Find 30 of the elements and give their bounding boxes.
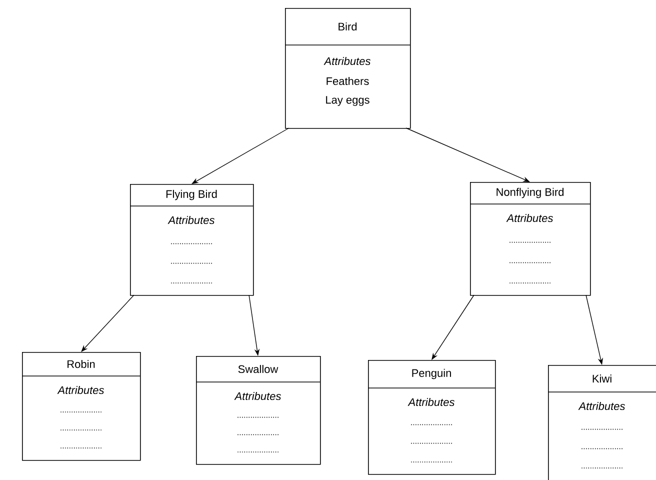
placeholder-line: ...................	[411, 442, 452, 444]
placeholder-line: ...................	[411, 424, 452, 426]
class-name: Robin	[68, 360, 95, 368]
placeholder-line: ...................	[171, 262, 212, 264]
arrow	[432, 294, 474, 360]
attributes-heading: Attributes	[234, 392, 281, 400]
arrow	[81, 294, 134, 352]
placeholder-line: ...................	[510, 262, 550, 264]
attribute-text: Feathers	[326, 76, 369, 86]
class-name: Flying Bird	[166, 190, 217, 200]
class-name: Penguin	[412, 368, 451, 380]
attributes-heading: Attributes	[168, 216, 214, 224]
placeholder-line: ...................	[510, 242, 550, 243]
class-name: Nonflying Bird	[496, 188, 564, 198]
class-name: Bird	[338, 22, 357, 31]
placeholder-line: ...................	[510, 282, 550, 284]
attributes-heading: Attributes	[506, 214, 553, 222]
placeholder-line: ...................	[171, 243, 212, 244]
attributes-heading: Attributes	[324, 56, 370, 66]
class-name: Kiwi	[592, 374, 612, 382]
attributes-heading: Attributes	[408, 398, 454, 406]
placeholder-line: ...................	[582, 428, 622, 430]
attribute-text: Lay eggs	[326, 96, 370, 106]
placeholder-line: ...................	[171, 282, 212, 284]
placeholder-line: ...................	[238, 434, 278, 436]
placeholder-line: ...................	[582, 448, 622, 450]
class-name: Swallow	[238, 364, 278, 374]
attributes-heading: Attributes	[578, 402, 625, 410]
placeholder-line: ...................	[238, 416, 278, 418]
attributes-heading: Attributes	[57, 386, 104, 394]
